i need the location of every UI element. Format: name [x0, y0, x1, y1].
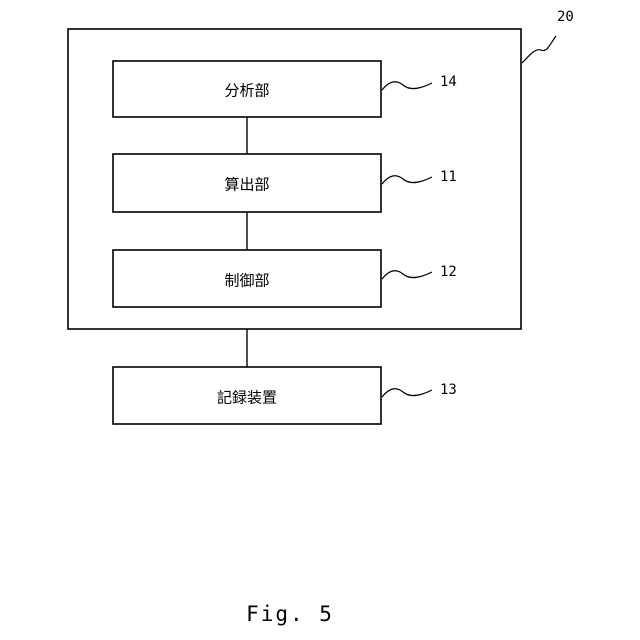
control-ref-label: 12 — [440, 264, 457, 280]
calculation-unit-label: 算出部 — [224, 176, 269, 194]
outer-ref-label: 20 — [557, 9, 574, 25]
analysis-ref-label: 14 — [440, 74, 457, 90]
analysis-unit-label: 分析部 — [224, 82, 269, 100]
recording-ref-label: 13 — [440, 382, 457, 398]
control-unit-label: 制御部 — [224, 272, 269, 290]
figure-caption: Fig. 5 — [246, 602, 334, 626]
calculation-ref-label: 11 — [440, 169, 457, 185]
recording-ref-leader — [382, 389, 432, 397]
recording-device-label: 記録装置 — [217, 389, 277, 407]
outer-ref-leader — [522, 36, 556, 63]
